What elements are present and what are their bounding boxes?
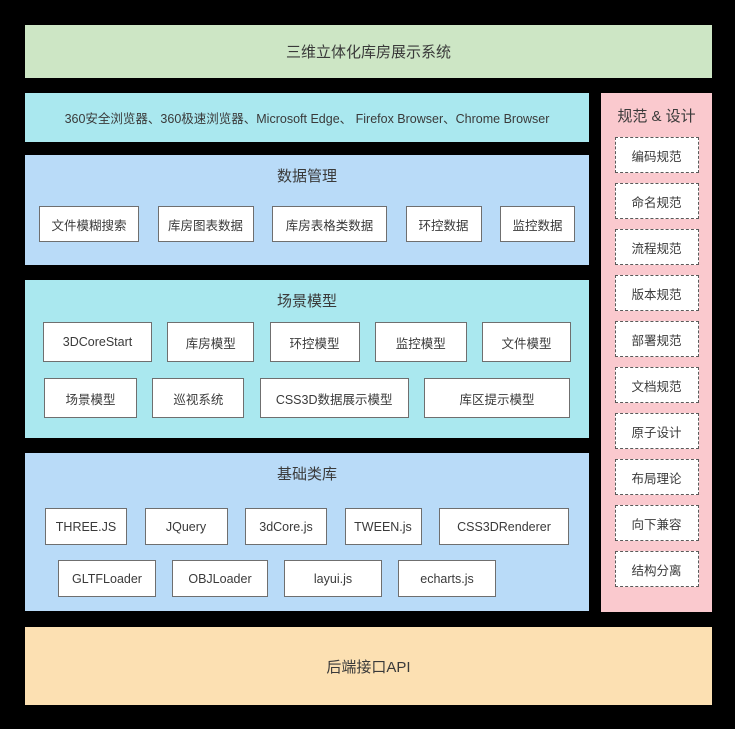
scene-models-row-1: 3DCoreStart 库房模型 环控模型 监控模型 文件模型 bbox=[43, 322, 571, 362]
box-warehouse-model: 库房模型 bbox=[167, 322, 255, 362]
section-scene-models: 场景模型 3DCoreStart 库房模型 环控模型 监控模型 文件模型 场景模… bbox=[25, 280, 589, 438]
box-warehouse-area-tip-model: 库区提示模型 bbox=[423, 378, 570, 418]
section-base-libraries: 基础类库 THREE.JS JQuery 3dCore.js TWEEN.js … bbox=[25, 453, 589, 611]
box-objloader: OBJLoader bbox=[172, 560, 268, 597]
box-file-fuzzy-search: 文件模糊搜索 bbox=[39, 206, 139, 242]
box-3dcorestart: 3DCoreStart bbox=[43, 322, 152, 362]
browser-list: 360安全浏览器、360极速浏览器、Microsoft Edge、 Firefo… bbox=[64, 112, 550, 126]
system-title-bar: 三维立体化库房展示系统 bbox=[25, 25, 712, 78]
spec-item-document-standard: 文档规范 bbox=[614, 367, 699, 403]
spec-item-layout-theory: 布局理论 bbox=[614, 459, 699, 495]
backend-api-bar: 后端接口API bbox=[25, 627, 712, 705]
box-env-control-data: 环控数据 bbox=[405, 206, 482, 242]
data-management-row: 文件模糊搜索 库房图表数据 库房表格类数据 环控数据 监控数据 bbox=[39, 206, 575, 242]
spec-item-process-standard: 流程规范 bbox=[614, 229, 699, 265]
browser-support-bar: 360安全浏览器、360极速浏览器、Microsoft Edge、 Firefo… bbox=[25, 93, 589, 142]
box-echartsjs: echarts.js bbox=[398, 560, 496, 597]
section-title-base-libraries: 基础类库 bbox=[276, 466, 337, 483]
box-monitoring-data: 监控数据 bbox=[500, 206, 575, 242]
box-gltfloader: GLTFLoader bbox=[58, 560, 156, 597]
spec-item-atomic-design: 原子设计 bbox=[614, 413, 699, 449]
system-title: 三维立体化库房展示系统 bbox=[285, 44, 451, 61]
base-libraries-row-2: GLTFLoader OBJLoader layui.js echarts.js bbox=[58, 560, 589, 597]
spec-design-panel: 规范 & 设计 编码规范 命名规范 流程规范 版本规范 部署规范 文档规范 原子… bbox=[601, 93, 712, 612]
scene-models-row-2: 场景模型 巡视系统 CSS3D数据展示模型 库区提示模型 bbox=[44, 378, 570, 418]
spec-item-naming-standard: 命名规范 bbox=[614, 183, 699, 219]
spec-item-coding-standard: 编码规范 bbox=[614, 137, 699, 173]
backend-api-label: 后端接口API bbox=[326, 658, 411, 676]
box-file-model: 文件模型 bbox=[482, 322, 571, 362]
box-jquery: JQuery bbox=[144, 508, 228, 545]
box-css3drenderer: CSS3DRenderer bbox=[439, 508, 569, 545]
box-tweenjs: TWEEN.js bbox=[344, 508, 422, 545]
box-warehouse-table-data: 库房表格类数据 bbox=[272, 206, 387, 242]
section-data-management: 数据管理 文件模糊搜索 库房图表数据 库房表格类数据 环控数据 监控数据 bbox=[25, 155, 589, 265]
box-env-control-model: 环控模型 bbox=[269, 322, 360, 362]
box-warehouse-chart-data: 库房图表数据 bbox=[157, 206, 254, 242]
spec-item-structure-separation: 结构分离 bbox=[614, 551, 699, 587]
box-threejs: THREE.JS bbox=[45, 508, 127, 545]
box-monitoring-model: 监控模型 bbox=[374, 322, 467, 362]
section-title-scene-models: 场景模型 bbox=[276, 293, 337, 310]
box-scene-model: 场景模型 bbox=[44, 378, 137, 418]
box-css3d-data-display-model: CSS3D数据展示模型 bbox=[259, 378, 409, 418]
base-libraries-row-1: THREE.JS JQuery 3dCore.js TWEEN.js CSS3D… bbox=[45, 508, 569, 545]
spec-item-version-standard: 版本规范 bbox=[614, 275, 699, 311]
spec-item-backward-compatibility: 向下兼容 bbox=[614, 505, 699, 541]
box-3dcorejs: 3dCore.js bbox=[245, 508, 327, 545]
spec-design-panel-title: 规范 & 设计 bbox=[617, 108, 696, 125]
box-patrol-system: 巡视系统 bbox=[152, 378, 245, 418]
box-layuijs: layui.js bbox=[284, 560, 382, 597]
section-title-data-management: 数据管理 bbox=[276, 168, 337, 185]
spec-item-deployment-standard: 部署规范 bbox=[614, 321, 699, 357]
